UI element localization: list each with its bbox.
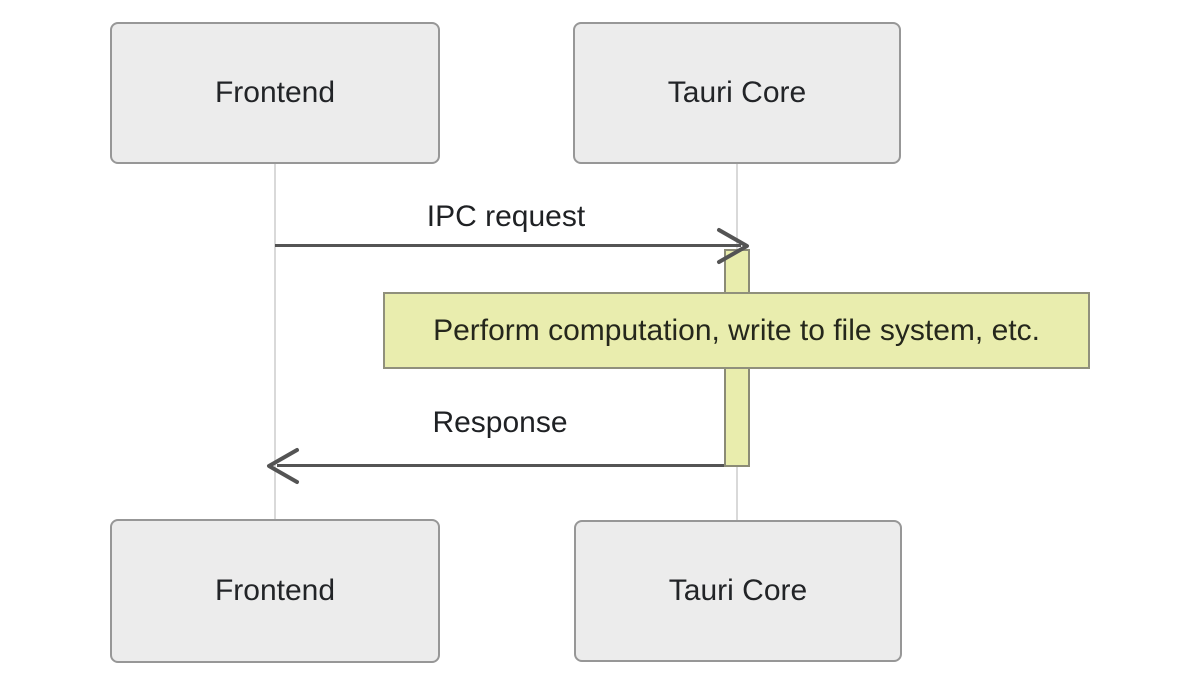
actor-frontend-bottom-label: Frontend [214,574,336,607]
actor-tauri-core-top-label: Tauri Core [667,76,807,109]
actor-frontend-top-label: Frontend [214,76,336,109]
message-label-response: Response [432,406,568,439]
arrowhead-left-icon [267,448,299,484]
actor-tauri-core-top: Tauri Core [573,22,901,164]
message-label-ipc-request: IPC request [426,200,586,233]
message-line-response [277,464,724,467]
actor-tauri-core-bottom: Tauri Core [574,520,902,662]
message-line-ipc-request [275,244,741,247]
actor-frontend-top: Frontend [110,22,440,164]
note-box: Perform computation, write to file syste… [383,292,1090,369]
frontend-lifeline [274,164,276,520]
arrowhead-right-icon [717,228,749,264]
actor-tauri-core-bottom-label: Tauri Core [668,574,808,607]
actor-frontend-bottom: Frontend [110,519,440,663]
note-text: Perform computation, write to file syste… [433,313,1040,347]
